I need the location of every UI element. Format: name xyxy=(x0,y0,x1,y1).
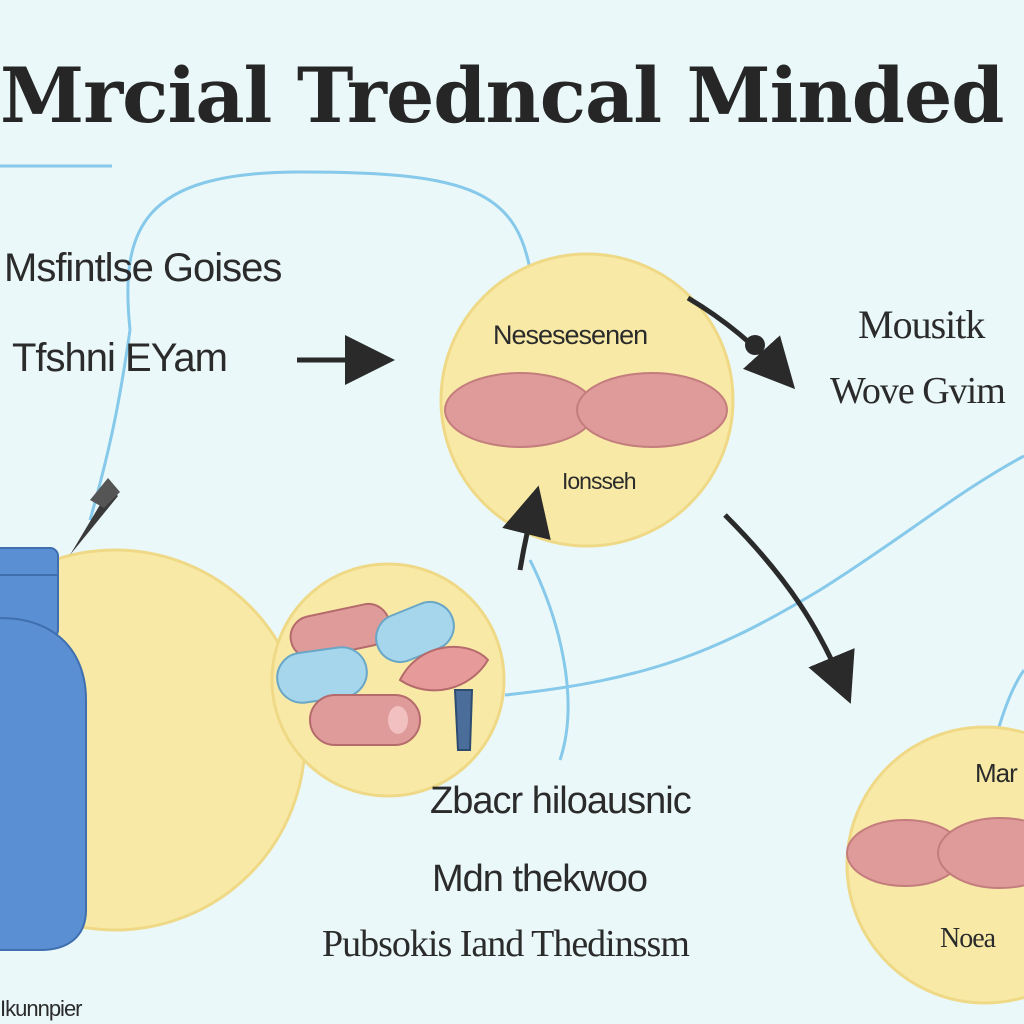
bottle-label: Ikunnpier xyxy=(0,996,83,1021)
needle-icon xyxy=(70,478,120,555)
top-node-footer: Ionsseh xyxy=(562,468,637,494)
bottom-right-node-footer: Noea xyxy=(940,923,996,954)
top-node-organ xyxy=(444,372,728,448)
page-title: Mrcial Tredncal Minded TS xyxy=(0,51,1024,140)
left-label-line1: Msfintlse Goises xyxy=(4,246,282,290)
left-label-line2: Tfshni EYam xyxy=(12,336,228,380)
right-label-line2: Wove Gvim xyxy=(830,370,1006,412)
arrow-top-node-to-bottom-right xyxy=(723,513,855,704)
medicine-bottle xyxy=(0,547,87,951)
bottom-right-node-header: Mar xyxy=(975,758,1018,788)
bottom-label-line1: Zbacr hiloausnic xyxy=(430,780,692,822)
arrow-top-node-to-right xyxy=(686,295,796,390)
arrow-pills-to-top-node xyxy=(502,485,551,571)
right-label-line1: Mousitk xyxy=(858,302,985,347)
arrow-knob xyxy=(745,335,765,355)
bottom-label-line3: Pubsokis Iand Thedinssm xyxy=(322,923,690,965)
pills-cluster xyxy=(276,601,490,751)
arrows xyxy=(297,295,855,704)
bottom-label-line2: Mdn thekwoo xyxy=(432,858,648,900)
bottom-right-node-organ xyxy=(846,817,1024,889)
top-node-header: Nesesesenen xyxy=(493,320,648,350)
